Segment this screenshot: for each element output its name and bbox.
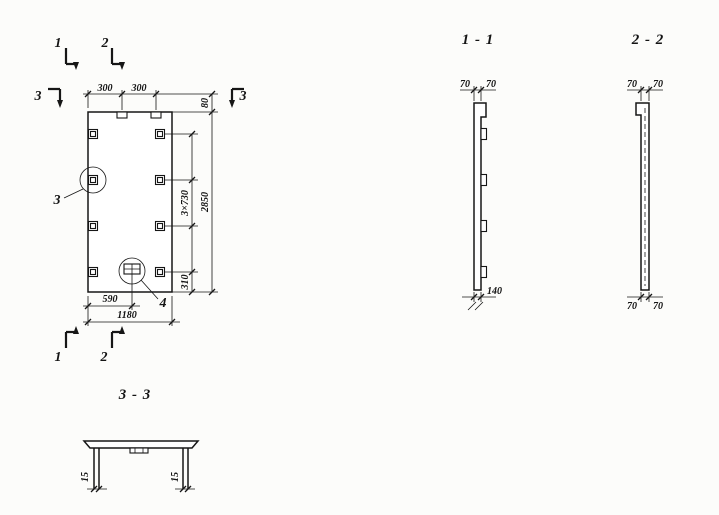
- section-3-3-ticks: [90, 485, 192, 493]
- section-3-3-legs: [93, 448, 189, 489]
- dim-2850: 2850: [200, 192, 211, 213]
- dim-2-2-70-bottom-left: 70: [627, 301, 637, 312]
- dim-2-2-70-top-right: 70: [653, 79, 663, 90]
- detail-label-3: 3: [53, 193, 61, 208]
- detail-circle-3: [79, 166, 107, 194]
- dim-3-3-15-right: 15: [170, 472, 181, 482]
- extension-lines: [87, 90, 218, 326]
- cut-label-1-bottom: 1: [55, 350, 62, 365]
- dim-1180: 1180: [117, 310, 136, 321]
- section-1-1-extensions: [473, 86, 482, 302]
- dim-3-3-15-left: 15: [80, 472, 91, 482]
- detail-label-4: 4: [159, 296, 167, 311]
- detail-circle-4: [118, 257, 146, 285]
- section-3-3-flange: [82, 440, 200, 449]
- section-cut-strokes: [48, 48, 244, 348]
- section-2-2-ticks: [637, 86, 653, 301]
- cut-label-3-left: 3: [34, 89, 42, 104]
- section-2-2: 2 - 2 70 70 70 70: [627, 32, 665, 312]
- section-2-2-dim-lines: [627, 89, 663, 298]
- section-1-1-body: [473, 102, 487, 291]
- dim-300-left: 300: [97, 83, 113, 94]
- section-3-3-title: 3 - 3: [118, 387, 152, 403]
- dim-1-1-70-left: 70: [460, 79, 470, 90]
- cut-label-3-right: 3: [239, 89, 247, 104]
- section-1-1-ticks: [470, 86, 485, 301]
- dim-590: 590: [103, 294, 118, 305]
- dim-310: 310: [180, 275, 191, 291]
- section-2-2-title: 2 - 2: [631, 32, 665, 48]
- section-2-2-extensions: [640, 86, 650, 302]
- section-1-1: 1 - 1 70 70 140: [460, 32, 502, 311]
- detail-leader-4: [140, 279, 159, 300]
- section-1-1-plates: [480, 127, 488, 279]
- detail-leader-3: [63, 188, 84, 199]
- dim-3x730: 3×730: [180, 190, 191, 217]
- top-notch-right: [150, 111, 162, 119]
- dimension-lines: [83, 93, 218, 323]
- section-3-3: 3 - 3 15 15: [80, 387, 200, 493]
- cut-label-1-top: 1: [55, 36, 62, 51]
- embed-plates-left: [87, 128, 99, 278]
- dim-80: 80: [200, 98, 211, 108]
- cut-label-2-top: 2: [101, 36, 109, 51]
- section-3-3-key: [129, 447, 149, 454]
- section-2-2-body: [635, 102, 650, 291]
- section-1-1-break-marks: [467, 301, 484, 311]
- dim-1-1-140: 140: [487, 286, 502, 297]
- plan-view: 1 2 3 3 1 2 300 300 80 3×730 310 2850 59…: [34, 36, 247, 365]
- section-1-1-title: 1 - 1: [462, 32, 495, 48]
- panel-outline: [87, 111, 173, 293]
- section-1-1-dim-lines: [460, 89, 496, 298]
- bottom-insert: [123, 263, 141, 292]
- dim-300-right: 300: [131, 83, 147, 94]
- cut-label-2-bottom: 2: [100, 350, 108, 365]
- dim-1-1-70-right: 70: [486, 79, 496, 90]
- dimension-ticks: [84, 90, 216, 326]
- top-notch-left: [116, 111, 128, 119]
- section-cut-arrows: [57, 62, 235, 334]
- dim-2-2-70-top-left: 70: [627, 79, 637, 90]
- dim-2-2-70-bottom-right: 70: [653, 301, 663, 312]
